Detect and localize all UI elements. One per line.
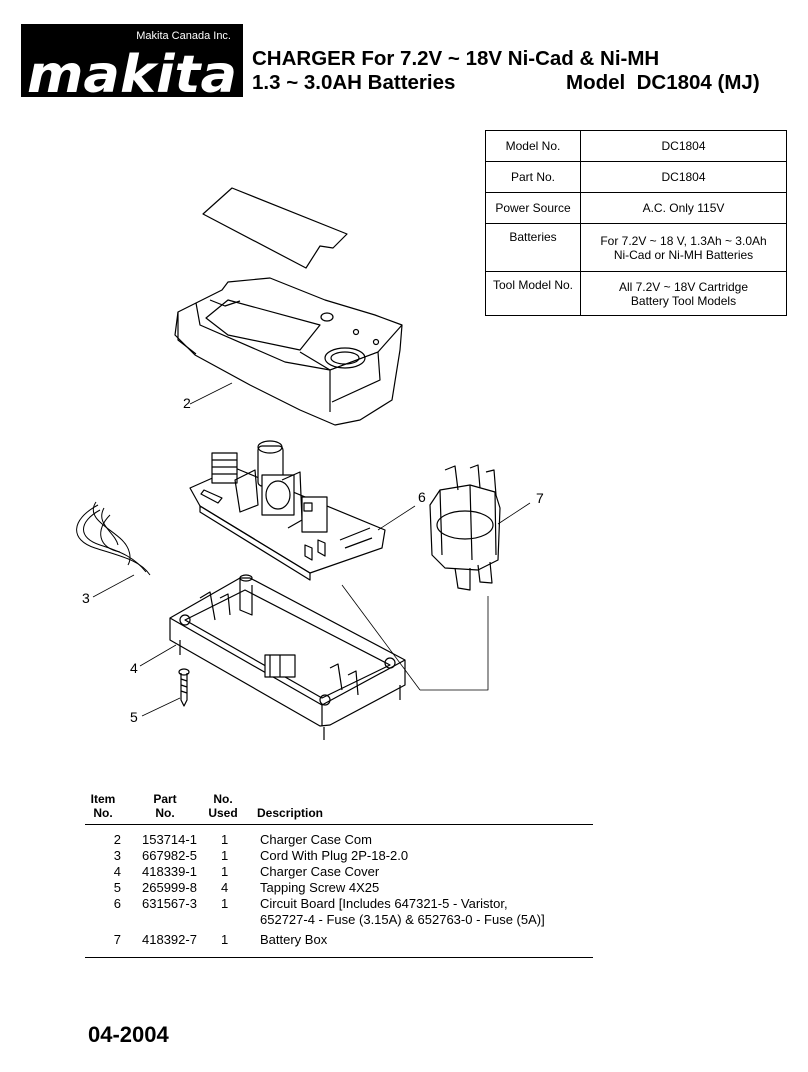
header-item-line1: Item <box>90 792 116 806</box>
header-used: No. Used <box>205 792 241 820</box>
spec-label: Tool Model No. <box>485 271 581 316</box>
case-cover-part <box>169 574 406 740</box>
cell-used: 1 <box>221 864 229 879</box>
spec-value-line: Ni-Cad or Ni-MH Batteries <box>613 247 754 262</box>
cell-desc: 652727-4 - Fuse (3.15A) & 652763-0 - Fus… <box>260 912 545 927</box>
header-description: Description <box>257 806 324 820</box>
logo-company-name: Makita Canada Inc. <box>136 30 231 42</box>
spec-row: Tool Model No. All 7.2V ~ 18V Cartridge … <box>485 271 787 316</box>
revision-date: 04-2004 <box>88 1022 169 1047</box>
header-item: Item No. <box>82 792 124 820</box>
table-top-rule <box>85 824 593 825</box>
spec-row: Model No. DC1804 <box>485 130 787 162</box>
label-card-part <box>202 187 348 269</box>
cell-part: 631567-3 <box>142 896 197 911</box>
spec-row: Part No. DC1804 <box>485 161 787 193</box>
callout-4: 4 <box>130 660 138 676</box>
cell-desc: Charger Case Com <box>260 832 372 847</box>
cell-desc: Tapping Screw 4X25 <box>260 880 380 895</box>
cell-used: 4 <box>221 880 229 895</box>
spec-value: All 7.2V ~ 18V Cartridge Battery Tool Mo… <box>580 271 787 316</box>
callout-7: 7 <box>536 490 544 506</box>
spec-row: Power Source A.C. Only 115V <box>485 192 787 224</box>
power-cord-part <box>76 501 151 576</box>
header-part-line1: Part <box>153 792 177 806</box>
table-bottom-rule <box>85 957 593 958</box>
header-used-line2: Used <box>208 806 238 820</box>
callout-6: 6 <box>418 489 426 505</box>
cell-item: 3 <box>113 848 121 863</box>
callout-2: 2 <box>183 395 191 411</box>
cell-desc: Battery Box <box>260 932 328 947</box>
cell-part: 667982-5 <box>142 848 197 863</box>
charger-case-part <box>174 277 403 426</box>
cell-used: 1 <box>221 896 229 911</box>
spec-row: Batteries For 7.2V ~ 18 V, 1.3Ah ~ 3.0Ah… <box>485 223 787 272</box>
makita-wordmark: makita <box>27 46 237 96</box>
cell-used: 1 <box>221 848 229 863</box>
makita-logo: Makita Canada Inc. makita <box>21 24 243 97</box>
spec-value-line: For 7.2V ~ 18 V, 1.3Ah ~ 3.0Ah <box>600 233 767 248</box>
header-part: Part No. <box>143 792 187 820</box>
cell-used: 1 <box>221 832 229 847</box>
page-title-line2: 1.3 ~ 3.0AH Batteries <box>252 71 456 94</box>
battery-box-part <box>429 464 501 591</box>
callout-5: 5 <box>130 709 138 725</box>
cell-item: 6 <box>113 896 121 911</box>
model-title: Model DC1804 (MJ) <box>566 71 760 94</box>
cell-desc: Circuit Board [Includes 647321-5 - Varis… <box>260 896 508 911</box>
makita-wordmark-text: makita <box>27 46 237 96</box>
cell-part: 418392-7 <box>142 932 197 947</box>
cell-item: 4 <box>113 864 121 879</box>
header-item-line2: No. <box>93 806 113 820</box>
cell-item: 2 <box>113 832 121 847</box>
cell-part: 418339-1 <box>142 864 197 879</box>
cell-item: 7 <box>113 932 121 947</box>
spec-value: DC1804 <box>580 130 787 162</box>
circuit-board-part <box>189 440 386 581</box>
callout-3: 3 <box>82 590 90 606</box>
cell-part: 153714-1 <box>142 832 197 847</box>
cell-part: 265999-8 <box>142 880 197 895</box>
spec-value-line: All 7.2V ~ 18V Cartridge <box>618 279 749 294</box>
leader-lines <box>92 382 531 717</box>
spec-value: A.C. Only 115V <box>580 192 787 224</box>
cell-desc: Charger Case Cover <box>260 864 380 879</box>
spec-value-line: Battery Tool Models <box>630 293 737 308</box>
spec-value: DC1804 <box>580 161 787 193</box>
spec-label: Batteries <box>485 223 581 272</box>
cell-used: 1 <box>221 932 229 947</box>
spec-label: Model No. <box>485 130 581 162</box>
header-part-line2: No. <box>155 806 175 820</box>
cell-item: 5 <box>113 880 121 895</box>
tapping-screw-part <box>178 668 190 707</box>
exploded-diagram <box>76 187 531 740</box>
cell-desc: Cord With Plug 2P-18-2.0 <box>260 848 409 863</box>
page-title-line1: CHARGER For 7.2V ~ 18V Ni-Cad & Ni-MH <box>252 47 660 70</box>
spec-table: Model No. DC1804 Part No. DC1804 Power S… <box>485 130 787 316</box>
header-used-line1: No. <box>213 792 233 806</box>
spec-value: For 7.2V ~ 18 V, 1.3Ah ~ 3.0Ah Ni-Cad or… <box>580 223 787 272</box>
